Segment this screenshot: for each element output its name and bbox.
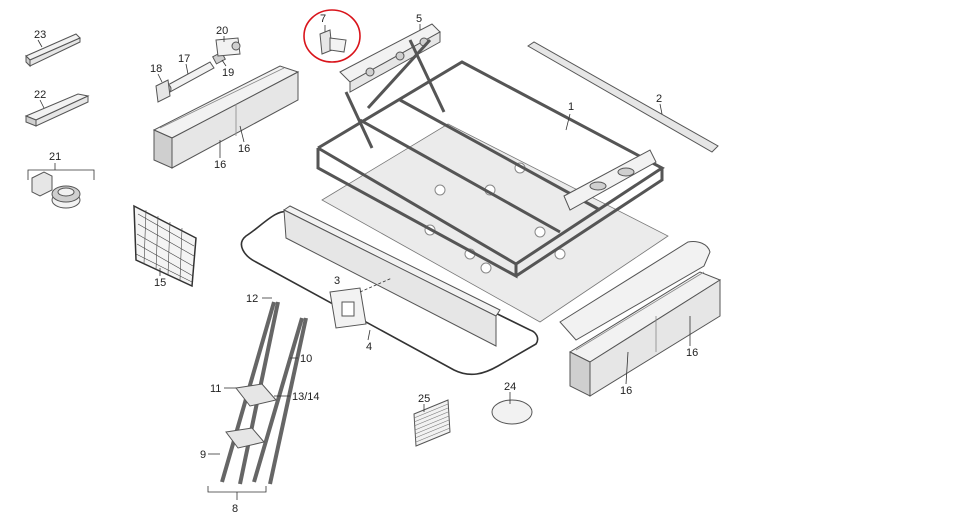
part-16-curved-side-board[interactable] xyxy=(559,241,711,341)
label-11: 11 xyxy=(210,383,221,395)
part-1-bed-frame[interactable] xyxy=(316,60,665,279)
part-18-end-bracket[interactable] xyxy=(155,79,171,103)
label-5: 5 xyxy=(416,13,422,25)
label-16-c: 16 xyxy=(686,347,698,359)
label-8: 8 xyxy=(232,503,238,515)
leader-16-d xyxy=(625,351,629,385)
label-16-b: 16 xyxy=(238,143,250,155)
part-16-lower-storage-cabinet[interactable] xyxy=(568,271,722,397)
part-13-14-lower-step[interactable] xyxy=(225,427,265,449)
label-20: 20 xyxy=(216,25,228,37)
label-18: 18 xyxy=(150,63,162,75)
label-1: 1 xyxy=(568,101,574,113)
leader-22 xyxy=(39,99,45,109)
part-2-rail-bar[interactable] xyxy=(527,41,719,153)
label-17: 17 xyxy=(178,53,190,65)
part-21-reel-assembly[interactable] xyxy=(31,171,81,209)
label-7: 7 xyxy=(320,13,326,25)
part-13-14-upper-step[interactable] xyxy=(235,383,277,407)
label-10: 10 xyxy=(300,353,312,365)
label-19: 19 xyxy=(222,67,234,79)
part-7-hinge-bracket[interactable] xyxy=(319,29,347,55)
leader-17 xyxy=(185,63,189,75)
leader-19 xyxy=(221,59,227,67)
part-15-storage-net[interactable] xyxy=(133,204,197,288)
label-9: 9 xyxy=(200,449,206,461)
label-22: 22 xyxy=(34,89,46,101)
leader-3-dashed xyxy=(359,277,393,293)
bracket-21 xyxy=(27,169,95,180)
label-2: 2 xyxy=(656,93,662,105)
part-16-upper-storage-channel[interactable] xyxy=(152,65,300,169)
part-25-blind[interactable] xyxy=(413,399,451,447)
label-21: 21 xyxy=(49,151,61,163)
leader-18 xyxy=(157,73,163,83)
label-24: 24 xyxy=(504,381,516,393)
highlight-circle xyxy=(303,9,361,63)
part-3-latch-plate[interactable] xyxy=(329,287,367,329)
part-17-rod[interactable] xyxy=(164,61,215,94)
part-4-mattress-outline[interactable] xyxy=(240,210,539,376)
label-16-d: 16 xyxy=(620,385,632,397)
label-23: 23 xyxy=(34,29,46,41)
leader-4 xyxy=(367,329,371,341)
part-24-disc[interactable] xyxy=(491,399,533,425)
part-23-angle-strip[interactable] xyxy=(25,33,81,68)
label-16-a: 16 xyxy=(214,159,226,171)
label-25: 25 xyxy=(418,393,430,405)
part-22-channel-strip[interactable] xyxy=(24,93,90,127)
part-4-front-panel[interactable] xyxy=(283,205,501,347)
leader-1 xyxy=(565,113,571,131)
part-5-lift-mechanism[interactable] xyxy=(339,23,446,149)
label-13-14: 13/14 xyxy=(292,391,320,403)
label-3: 3 xyxy=(334,275,340,287)
part-5-side-plate-right[interactable] xyxy=(563,149,657,211)
part-20-mount[interactable] xyxy=(215,37,241,57)
bracket-8 xyxy=(207,486,267,493)
leader-16-b xyxy=(239,125,245,143)
label-15: 15 xyxy=(154,277,166,289)
leader-2 xyxy=(659,103,663,115)
label-4: 4 xyxy=(366,341,372,353)
label-12: 12 xyxy=(246,293,258,305)
leader-23 xyxy=(37,39,43,48)
